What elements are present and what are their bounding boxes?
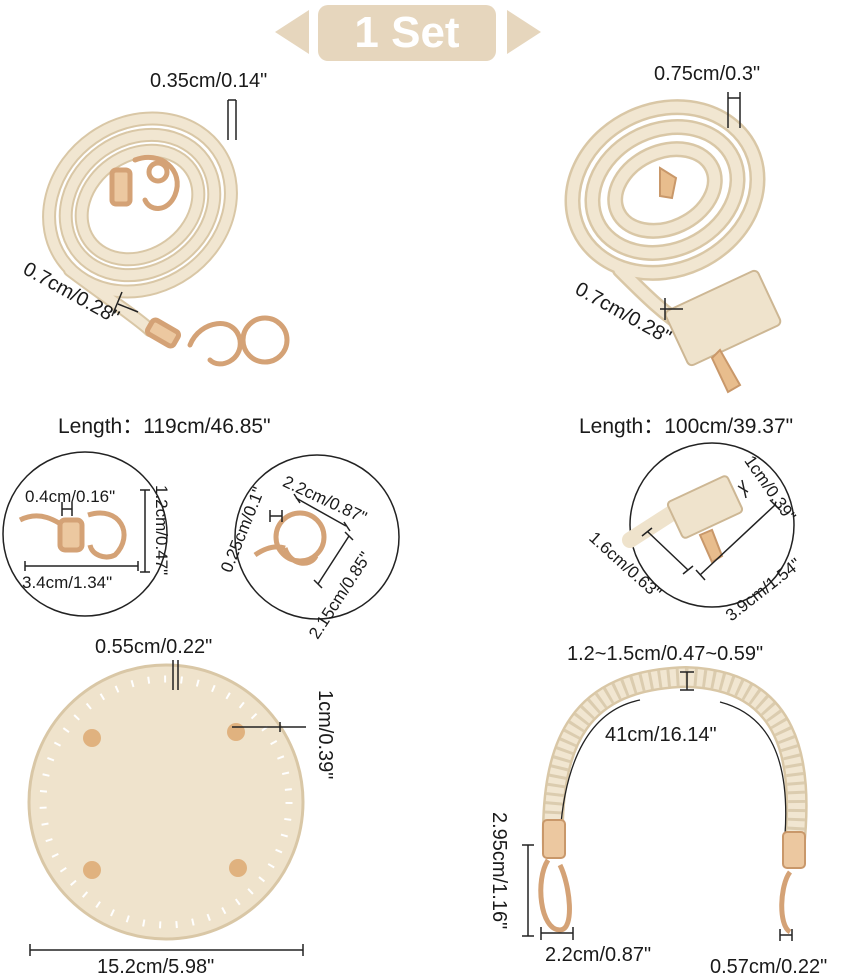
- handle-clasp-height-label: 2.95cm/1.16": [488, 812, 510, 930]
- long-strap-thickness-label: 0.35cm/0.14": [150, 70, 268, 92]
- clasp-length-label: 3.4cm/1.34": [22, 573, 113, 592]
- set-banner: 1 Set: [318, 5, 496, 61]
- long-strap-length-label: Length：119cm/46.85": [58, 415, 271, 438]
- clasp-height-label: 1.2cm/0.47": [152, 485, 171, 576]
- bottom-hole-gap-label: 0.55cm/0.22": [95, 636, 213, 658]
- tab-detail-circle: [622, 442, 795, 608]
- banner-right-arrow-icon: [507, 10, 541, 54]
- handle-length-label: 41cm/16.14": [605, 724, 717, 746]
- long-strap-image: [42, 111, 290, 367]
- short-strap-length-label: Length：100cm/39.37": [579, 415, 794, 438]
- bottom-diameter-label: 15.2cm/5.98": [97, 956, 215, 978]
- clasp-detail-circle: [2, 451, 168, 617]
- ring-detail-circle: [234, 454, 400, 620]
- short-strap-thickness-label: 0.75cm/0.3": [654, 63, 761, 85]
- banner-left-arrow-icon: [275, 10, 309, 54]
- handle-end-width-label: 0.57cm/0.22": [710, 956, 828, 978]
- banner-text: 1 Set: [354, 8, 460, 57]
- handle-clasp-width-label: 2.2cm/0.87": [545, 944, 652, 966]
- dimension-lines: [24, 92, 793, 956]
- short-strap-image: [564, 99, 782, 394]
- bag-bottom-image: [27, 663, 305, 941]
- clasp-gap-label: 0.4cm/0.16": [25, 487, 116, 506]
- handle-image: [538, 665, 808, 935]
- bottom-rivet-offset-label: 1cm/0.39": [314, 690, 336, 780]
- handle-width-label: 1.2~1.5cm/0.47~0.59": [567, 643, 764, 665]
